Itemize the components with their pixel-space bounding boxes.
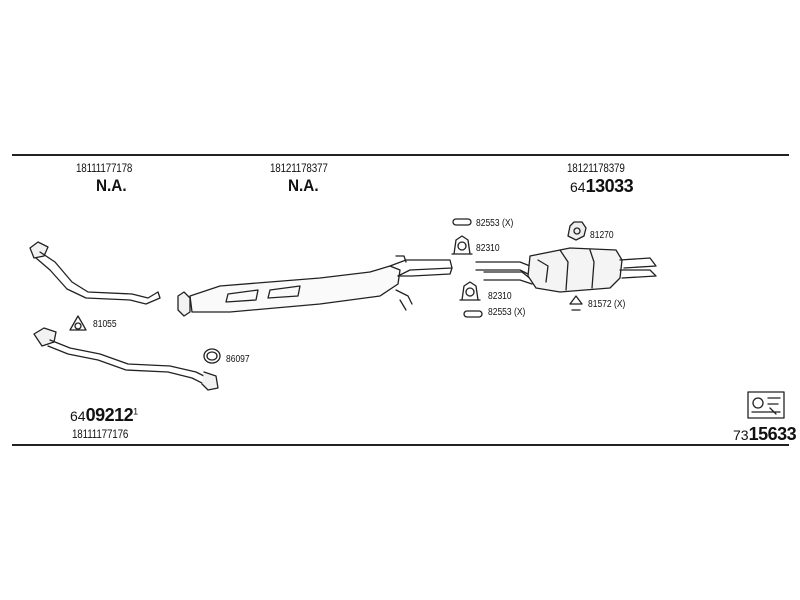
clamp-82553-top-icon <box>452 218 472 226</box>
front-pipe-lower <box>33 327 219 391</box>
status-front-pipe: N.A. <box>96 176 127 195</box>
hanger-82310-top-icon <box>451 235 473 255</box>
top-rule <box>12 154 789 156</box>
gasket-81055-icon <box>69 315 87 331</box>
bottom-rule <box>12 444 789 446</box>
code-mounting-kit: 7315633 <box>733 424 797 444</box>
label-hanger-top: 82310 <box>476 243 500 254</box>
label-hanger-bottom: 82310 <box>488 291 512 302</box>
rear-muffler <box>475 247 657 293</box>
status-middle-pipe: N.A. <box>288 176 319 195</box>
hanger-82310-bottom-icon <box>459 281 481 301</box>
part-number-front-pipe-kit: 18111177176 <box>72 427 129 441</box>
code-rear-muffler: 6413033 <box>570 176 634 196</box>
middle-silencer <box>177 255 453 317</box>
part-number-rear-muffler: 18121178379 <box>567 161 625 175</box>
label-clamp-top: 82553 (X) <box>476 218 514 229</box>
label-ring-86097: 86097 <box>226 354 250 365</box>
label-gasket-81055: 81055 <box>93 319 117 330</box>
code-front-pipe-kit: 64092121 <box>70 405 139 425</box>
label-mount-81270: 81270 <box>590 230 614 241</box>
hanger-81572-icon <box>569 295 583 311</box>
ring-86097-icon <box>203 348 221 364</box>
part-number-front-pipe: 18111177178 <box>76 161 133 175</box>
clamp-82553-bottom-icon <box>463 310 483 318</box>
label-clamp-bottom: 82553 (X) <box>488 307 526 318</box>
mount-81270-icon <box>567 221 587 241</box>
label-hanger-81572: 81572 (X) <box>588 299 626 310</box>
mounting-kit-icon <box>747 391 785 419</box>
front-pipe-upper <box>29 241 161 305</box>
part-number-middle-pipe: 18121178377 <box>270 161 328 175</box>
